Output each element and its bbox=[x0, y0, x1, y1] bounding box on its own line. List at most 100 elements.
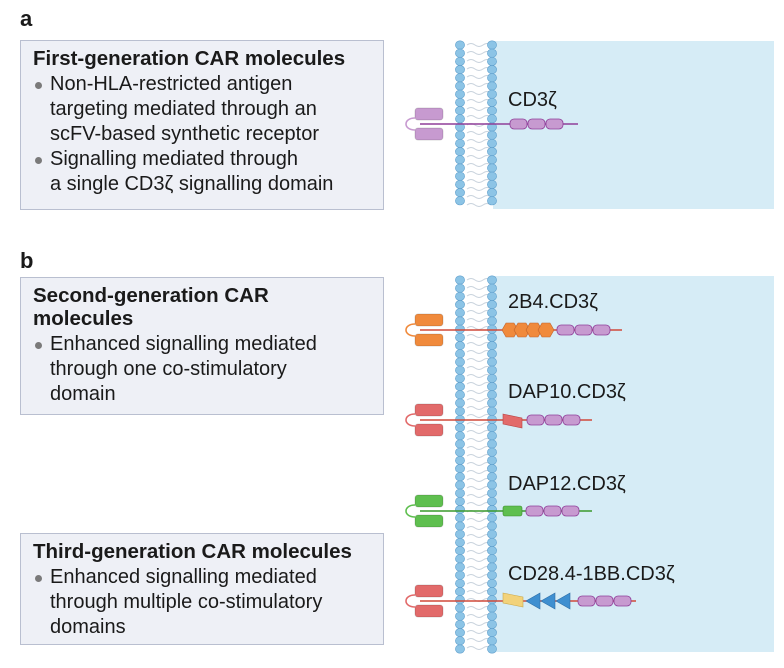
first-gen-bullet: Signalling mediated through a single CD3… bbox=[33, 147, 373, 197]
membrane-bead bbox=[487, 505, 497, 515]
lipid-tail bbox=[466, 51, 492, 55]
lipid-tail bbox=[466, 366, 492, 370]
lipid-tail bbox=[466, 446, 492, 450]
membrane-bead bbox=[487, 464, 497, 474]
membrane-bead bbox=[487, 423, 497, 433]
membrane-bead bbox=[487, 382, 497, 392]
membrane-bead bbox=[455, 163, 465, 173]
membrane-bead bbox=[455, 106, 465, 116]
membrane-bead bbox=[487, 537, 497, 547]
cell-membrane-b bbox=[455, 275, 774, 654]
membrane-bead bbox=[455, 546, 465, 556]
membrane-bead bbox=[455, 56, 465, 66]
membrane-bead bbox=[487, 578, 497, 588]
membrane-bead bbox=[487, 106, 497, 116]
membrane-bead bbox=[487, 56, 497, 66]
lipid-tail bbox=[466, 350, 492, 354]
membrane-bead bbox=[455, 308, 465, 318]
membrane-bead bbox=[487, 513, 497, 523]
lipid-tail bbox=[466, 614, 492, 618]
membrane-bead bbox=[487, 73, 497, 83]
2b4-domain bbox=[501, 322, 519, 338]
scfv-linker bbox=[405, 117, 416, 131]
membrane-bead bbox=[455, 291, 465, 301]
membrane-bead bbox=[487, 147, 497, 157]
lipid-tail bbox=[466, 454, 492, 458]
lipid-tail bbox=[466, 179, 492, 183]
lipid-tail bbox=[466, 75, 492, 79]
membrane-bead bbox=[455, 300, 465, 310]
lipid-tail bbox=[466, 414, 492, 418]
lipid-tail bbox=[466, 382, 492, 386]
membrane-bead bbox=[487, 611, 497, 621]
lipid-tail bbox=[466, 430, 492, 434]
membrane-bead bbox=[455, 188, 465, 198]
membrane-bead bbox=[455, 595, 465, 605]
membrane-bead bbox=[487, 357, 497, 367]
membrane-bead bbox=[455, 40, 465, 50]
4-1bb-domain bbox=[540, 592, 556, 610]
scfv-vh-domain bbox=[414, 584, 444, 598]
membrane-bead bbox=[487, 188, 497, 198]
membrane-bead bbox=[455, 611, 465, 621]
membrane-bead bbox=[455, 196, 465, 206]
membrane-bead bbox=[455, 97, 465, 107]
membrane-bead bbox=[487, 431, 497, 441]
cd3z-itam bbox=[527, 118, 546, 130]
membrane-bead bbox=[455, 81, 465, 91]
membrane-bead bbox=[487, 521, 497, 531]
membrane-bead bbox=[455, 423, 465, 433]
membrane-bead bbox=[487, 365, 497, 375]
membrane-bead bbox=[487, 562, 497, 572]
lipid-tail bbox=[466, 115, 492, 119]
lipid-tail bbox=[466, 83, 492, 87]
dap12-cd3z-label: DAP12.CD3ζ bbox=[508, 473, 626, 495]
membrane-bead bbox=[487, 114, 497, 124]
cd28-41bb-cd3z-label: CD28.4-1BB.CD3ζ bbox=[508, 563, 675, 585]
membrane-bead bbox=[455, 147, 465, 157]
lipid-tail bbox=[466, 390, 492, 394]
membrane-bead bbox=[455, 554, 465, 564]
membrane-bead bbox=[455, 587, 465, 597]
cd3z-itam bbox=[561, 505, 580, 517]
membrane-bead bbox=[487, 398, 497, 408]
membrane-bead bbox=[487, 130, 497, 140]
membrane-bead bbox=[487, 455, 497, 465]
lipid-tail bbox=[466, 558, 492, 562]
scfv-vl-domain bbox=[414, 514, 444, 528]
membrane-bead bbox=[455, 390, 465, 400]
lipid-tail bbox=[466, 478, 492, 482]
membrane-bead bbox=[455, 496, 465, 506]
membrane-bead bbox=[455, 562, 465, 572]
membrane-bead bbox=[455, 155, 465, 165]
panel-b-letter: b bbox=[20, 248, 34, 273]
scfv-vh-domain bbox=[414, 494, 444, 508]
scfv-vl-domain bbox=[414, 604, 444, 618]
membrane-bead bbox=[487, 496, 497, 506]
lipid-tail bbox=[466, 91, 492, 95]
membrane-bead bbox=[487, 406, 497, 416]
third-gen-box: Third-generation CAR molecules Enhanced … bbox=[20, 533, 384, 645]
membrane-bead bbox=[455, 603, 465, 613]
membrane-bead bbox=[487, 40, 497, 50]
cd3z-itam bbox=[544, 414, 563, 426]
membrane-bead bbox=[487, 155, 497, 165]
lipid-tail bbox=[466, 606, 492, 610]
cd3z-itam bbox=[545, 118, 564, 130]
scfv-vl-domain bbox=[414, 423, 444, 437]
lipid-tail bbox=[466, 422, 492, 426]
membrane-bead bbox=[487, 89, 497, 99]
lipid-tail bbox=[466, 550, 492, 554]
dap10-cd3z-label: DAP10.CD3ζ bbox=[508, 381, 626, 403]
membrane-bead bbox=[487, 97, 497, 107]
membrane-bead bbox=[455, 439, 465, 449]
2b4-domain bbox=[525, 322, 543, 338]
membrane-bead bbox=[455, 130, 465, 140]
scfv-vh-domain bbox=[414, 403, 444, 417]
cd3z-label: CD3ζ bbox=[508, 89, 557, 111]
dap10-domain bbox=[502, 413, 523, 429]
car-constructs bbox=[405, 107, 636, 618]
lipid-tail bbox=[466, 278, 492, 282]
membrane-bead bbox=[455, 382, 465, 392]
